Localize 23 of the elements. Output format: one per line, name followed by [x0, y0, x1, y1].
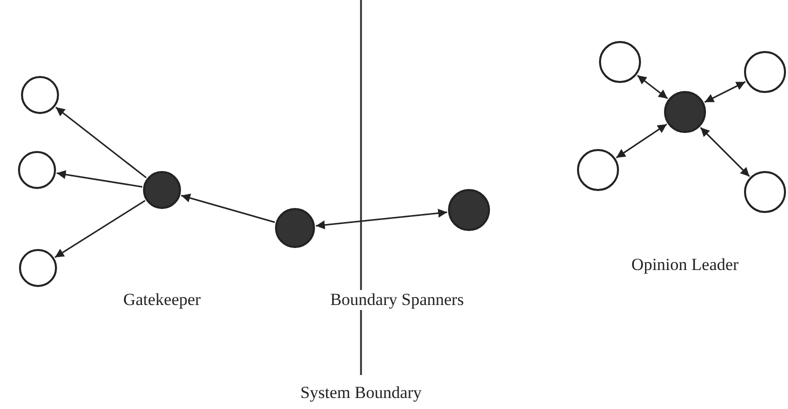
- arrow: [181, 194, 276, 223]
- arrow: [704, 81, 746, 103]
- empty-circle: [21, 76, 59, 114]
- arrow: [316, 208, 448, 230]
- empty-circle: [19, 249, 57, 287]
- empty-circle: [577, 149, 619, 191]
- arrow: [56, 170, 142, 188]
- filled-circle: [275, 208, 315, 248]
- empty-circle: [744, 51, 786, 93]
- arrow: [616, 124, 668, 158]
- filled-circle: [448, 189, 490, 231]
- role-label: Gatekeeper: [121, 290, 203, 310]
- arrow: [700, 127, 750, 177]
- empty-circle: [18, 151, 56, 189]
- role-label: Opinion Leader: [629, 255, 741, 275]
- role-label: Boundary Spanners: [328, 290, 466, 310]
- empty-circle: [744, 171, 786, 213]
- arrow: [54, 200, 146, 258]
- arrow: [55, 106, 147, 178]
- filled-circle: [664, 91, 706, 133]
- filled-circle: [143, 171, 181, 209]
- empty-circle: [599, 41, 641, 83]
- arrow: [636, 74, 668, 100]
